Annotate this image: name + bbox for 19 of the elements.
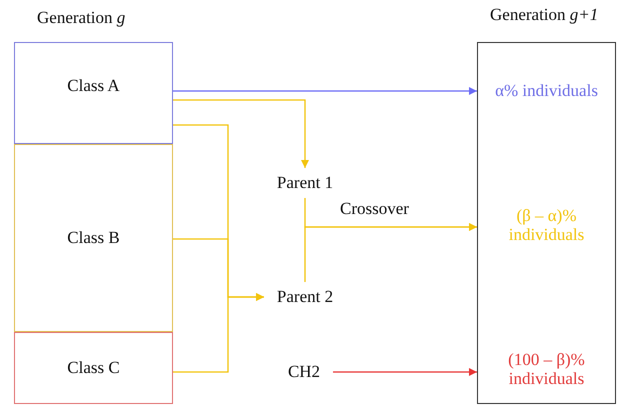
column-heading: Generation g xyxy=(37,8,126,28)
parent-label: Parent 2 xyxy=(276,288,334,306)
class-box xyxy=(14,144,173,332)
arrow xyxy=(333,368,477,376)
arrow xyxy=(304,223,477,282)
class-box xyxy=(14,332,173,404)
class-label: Class A xyxy=(67,76,120,96)
parent-label: Parent 1 xyxy=(276,174,334,192)
column-heading: Generation g+1 xyxy=(490,5,598,25)
individuals-text: (100 – β)% individuals xyxy=(507,351,586,389)
node-label: CH2 xyxy=(288,362,320,382)
arrow xyxy=(173,87,477,95)
class-label: Class B xyxy=(67,228,120,248)
class-label: Class C xyxy=(67,358,120,378)
class-box xyxy=(14,42,173,144)
arrow xyxy=(173,293,264,373)
arrow xyxy=(173,99,309,168)
individuals-text: (β – α)% individuals xyxy=(508,207,586,245)
individuals-text: α% individuals xyxy=(495,82,598,100)
